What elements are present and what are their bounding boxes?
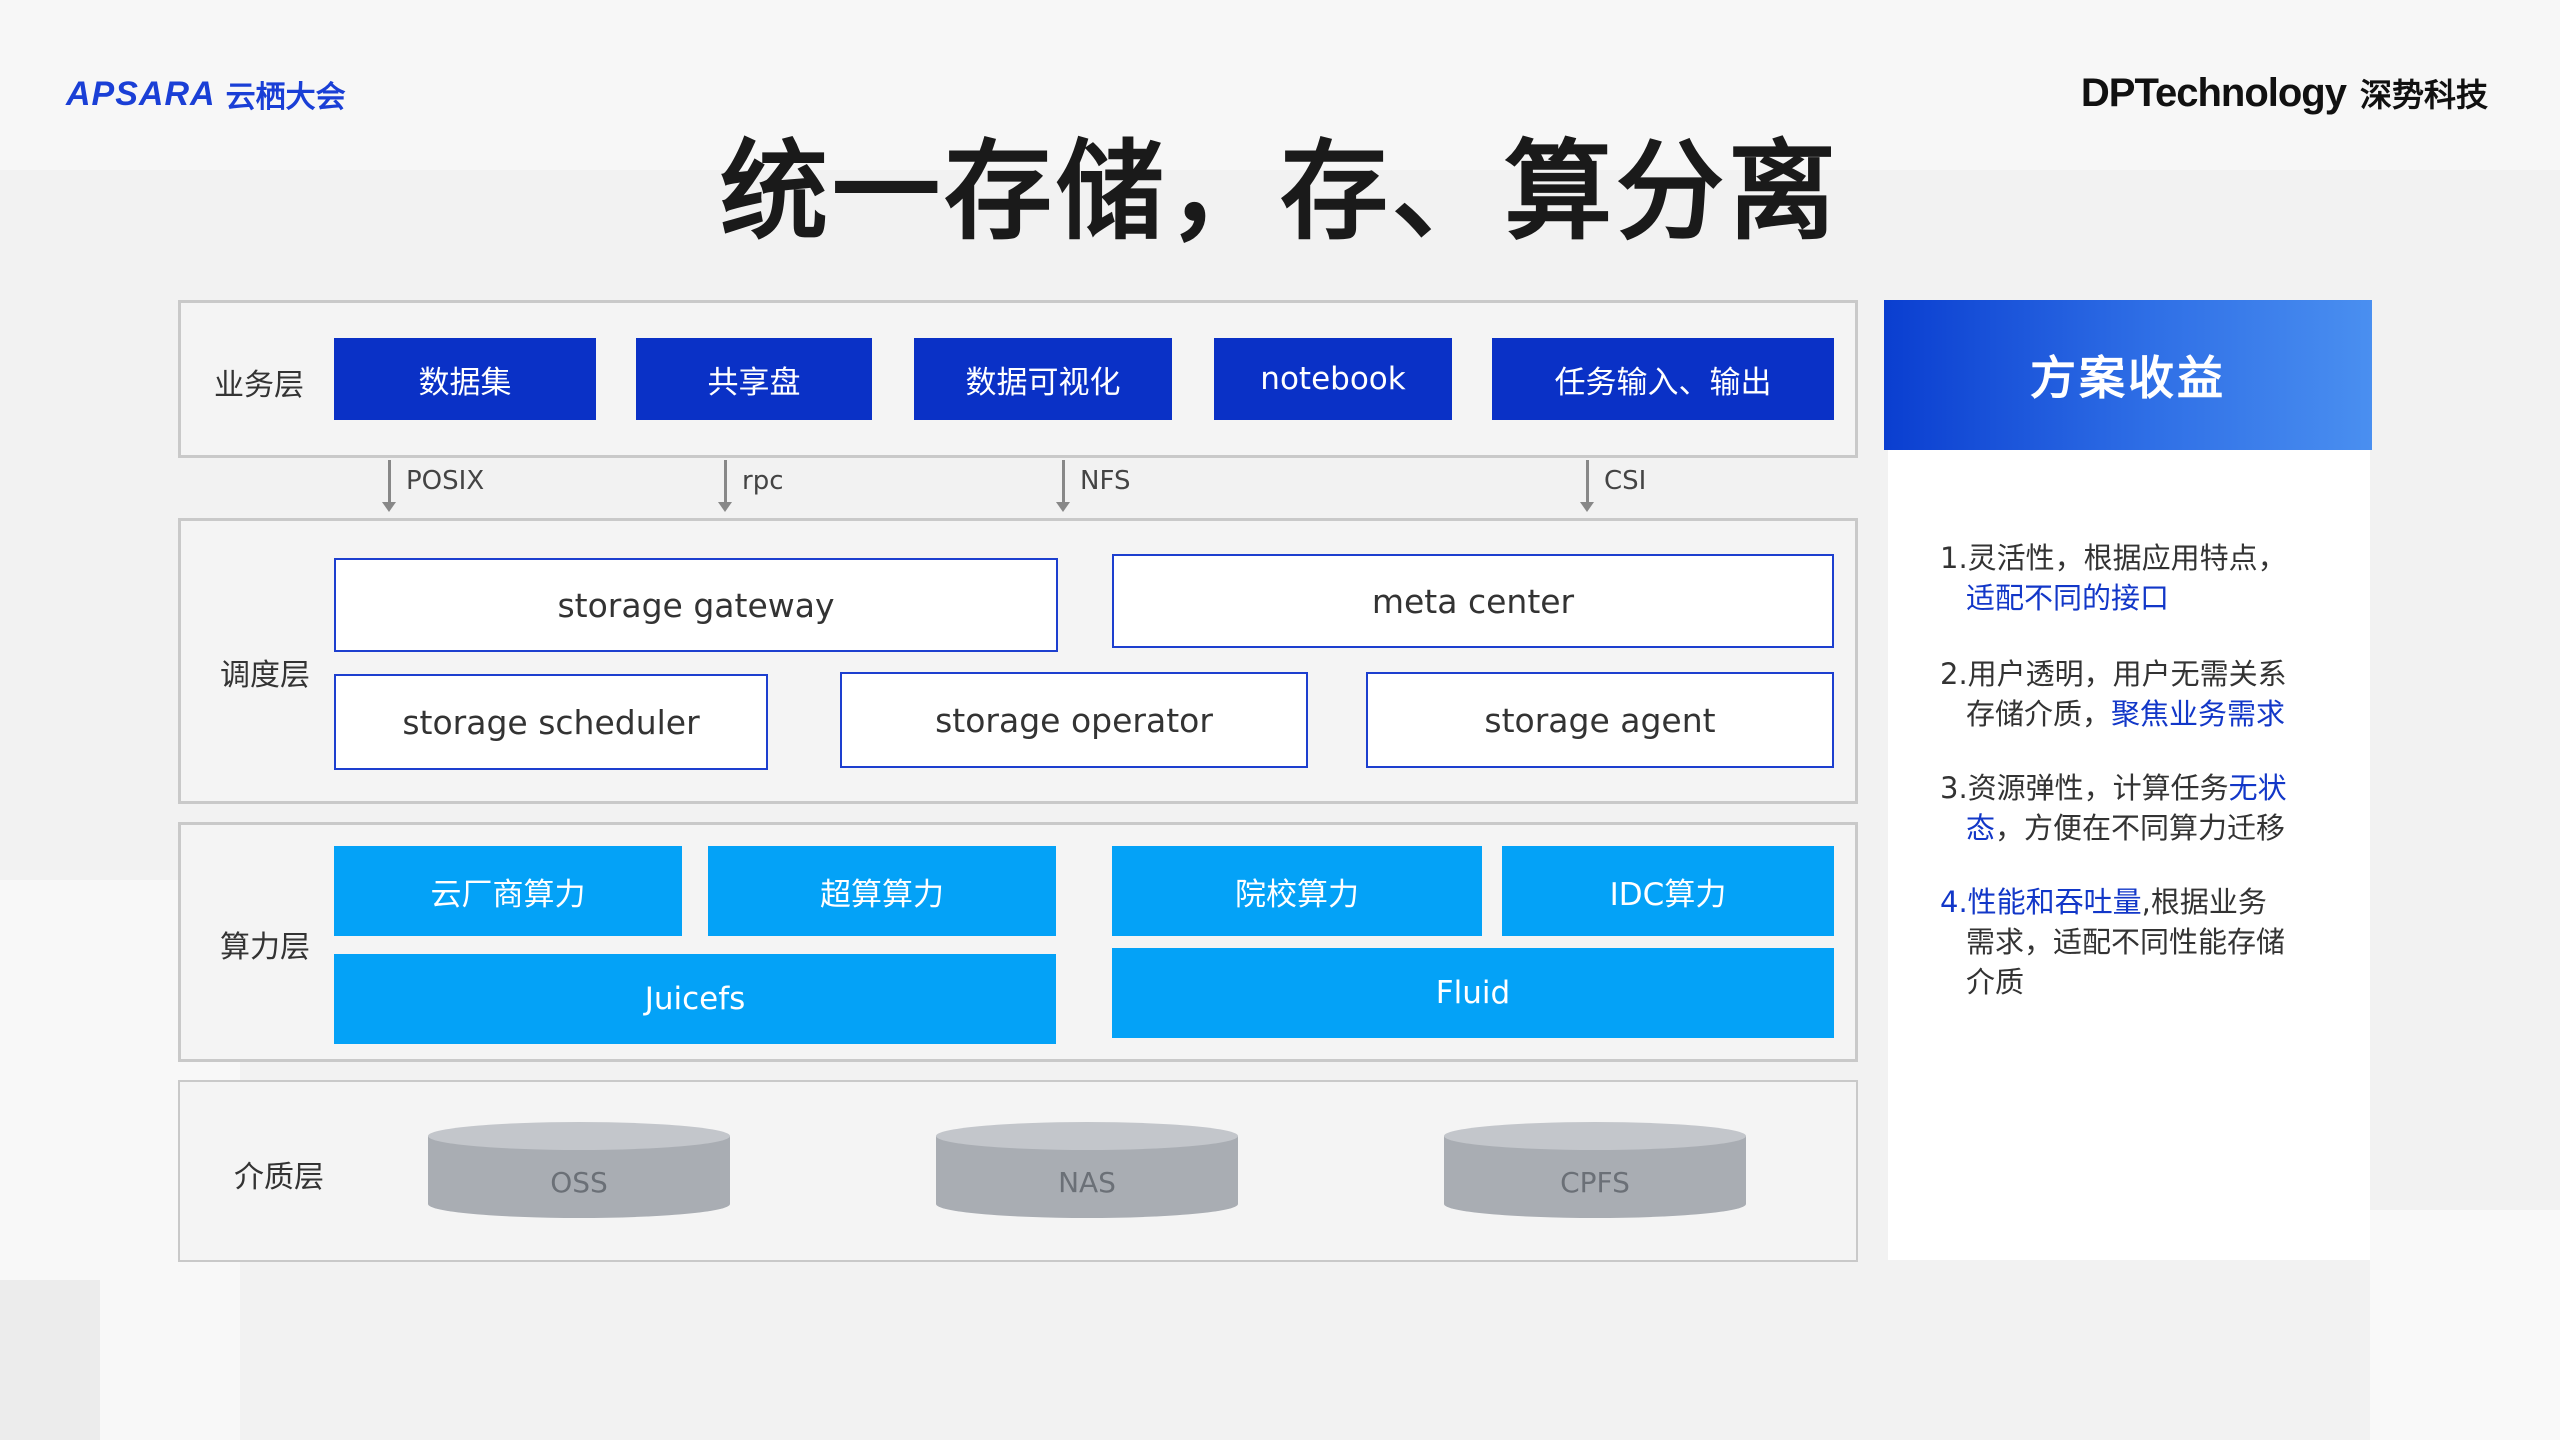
university-compute-box: 院校算力 [1112,846,1482,936]
dptechnology-logo: DPTechnology 深势科技 [2081,70,2488,116]
storage-scheduler-box: storage scheduler [334,674,768,770]
arrow-down-icon [382,502,396,512]
storage-operator-box: storage operator [840,672,1308,768]
benefit-2-text: 2.用户透明，用户无需关系 [1940,657,2287,691]
arrow-down-icon [1580,502,1594,512]
business-item-visualization: 数据可视化 [914,338,1172,420]
oss-storage: OSS [428,1122,730,1218]
benefit-1-highlight: 适配不同的接口 [1966,581,2170,615]
benefit-3-highlight-2: 态 [1966,811,1996,845]
cloud-vendor-compute-box: 云厂商算力 [334,846,682,936]
business-item-task-io: 任务输入、输出 [1492,338,1834,420]
benefit-2-text-2: 存储介质， [1966,697,2112,731]
compute-layer-label: 算力层 [220,930,310,965]
benefit-4-highlight: 4.性能和吞吐量 [1940,885,2142,919]
benefit-3-text: 3.资源弹性，计算任务 [1940,771,2229,805]
background-corner [0,1280,100,1440]
benefit-3: 3.资源弹性，计算任务无状 态，方便在不同算力迁移 [1940,768,2350,848]
benefit-1-text: 1.灵活性，根据应用特点， [1940,541,2287,575]
storage-agent-box: storage agent [1366,672,1834,768]
apsara-logo: APSARA 云栖大会 [66,72,346,116]
dptechnology-cn: 深势科技 [2359,76,2488,114]
dptechnology-brand: DPTechnology [2080,71,2347,115]
benefit-4-text-3: 介质 [1966,965,2025,999]
apsara-brand: APSARA [66,74,216,113]
apsara-cn: 云栖大会 [225,80,346,115]
protocol-rpc-label: rpc [742,466,784,496]
benefit-3-highlight: 无状 [2228,771,2287,805]
medium-layer-label: 介质层 [234,1160,324,1195]
protocol-posix-label: POSIX [406,466,485,496]
panel-title: 方案收益 [1884,300,2372,450]
background-top [0,0,2560,170]
storage-gateway-box: storage gateway [334,558,1058,652]
meta-center-box: meta center [1112,554,1834,648]
nas-label: NAS [1058,1166,1116,1199]
scheduling-layer-label: 调度层 [220,658,310,693]
benefit-2-highlight: 聚焦业务需求 [2111,697,2286,731]
benefit-4: 4.性能和吞吐量,根据业务 需求，适配不同性能存储 介质 [1940,882,2350,1002]
arrow-down-icon [1056,502,1070,512]
business-layer-label: 业务层 [214,368,304,403]
supercomputing-box: 超算算力 [708,846,1056,936]
nas-storage: NAS [936,1122,1238,1218]
business-item-dataset: 数据集 [334,338,596,420]
benefit-4-text: ,根据业务 [2141,885,2267,919]
protocol-csi-label: CSI [1604,466,1647,496]
benefit-1: 1.灵活性，根据应用特点， 适配不同的接口 [1940,538,2350,618]
background-bottom-right [2370,1210,2560,1440]
benefit-3-text-2: ，方便在不同算力迁移 [1995,811,2286,845]
benefit-4-text-2: 需求，适配不同性能存储 [1966,925,2286,959]
fluid-box: Fluid [1112,948,1834,1038]
page-title: 统一存储，存、算分离 [719,130,1840,255]
arrow-down-icon [718,502,732,512]
protocol-nfs-label: NFS [1080,466,1131,496]
juicefs-box: Juicefs [334,954,1056,1044]
idc-compute-box: IDC算力 [1502,846,1834,936]
cpfs-storage: CPFS [1444,1122,1746,1218]
oss-label: OSS [550,1166,608,1199]
benefits-panel [1888,450,2370,1260]
benefit-2: 2.用户透明，用户无需关系 存储介质，聚焦业务需求 [1940,654,2350,734]
business-item-shared-disk: 共享盘 [636,338,872,420]
business-item-notebook: notebook [1214,338,1452,420]
cpfs-label: CPFS [1560,1166,1630,1199]
